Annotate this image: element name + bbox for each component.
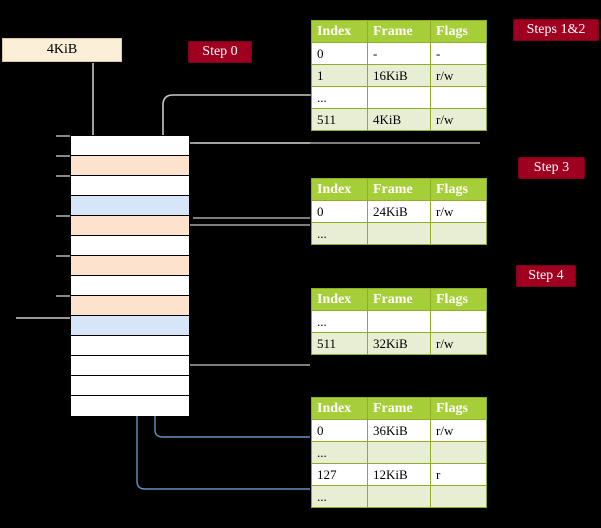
- table-row: ...: [311, 441, 487, 464]
- cell-index: 0: [311, 42, 368, 65]
- column-header-flags: Flags: [430, 178, 487, 201]
- page-table-level-0: Index Frame Flags 0 - - 1 16KiB r/w ...: [311, 20, 487, 131]
- badge-step-0: Step 0: [188, 41, 252, 63]
- memory-row: [71, 256, 189, 276]
- memory-row: [71, 316, 189, 336]
- cell-index: ...: [311, 441, 368, 464]
- page-table-level-2: Index Frame Flags ... 511 32KiB r/w: [311, 288, 487, 355]
- table-row: 127 12KiB r: [311, 463, 487, 486]
- memory-tick: [56, 215, 70, 217]
- cell-frame: [367, 485, 431, 508]
- column-header-flags: Flags: [430, 20, 487, 43]
- memory-row: [71, 396, 189, 416]
- cell-flags: [430, 310, 487, 333]
- cell-flags: r/w: [430, 419, 487, 442]
- cell-index: ...: [311, 86, 368, 109]
- cell-flags: [430, 86, 487, 109]
- cell-index: ...: [311, 222, 368, 245]
- cell-index: 511: [311, 108, 368, 131]
- column-header-frame: Frame: [367, 178, 431, 201]
- memory-tick: [56, 255, 70, 257]
- cell-frame: 4KiB: [367, 108, 431, 131]
- cell-frame: [367, 441, 431, 464]
- cell-frame: 32KiB: [367, 332, 431, 355]
- memory-block-4kib: 4KiB: [2, 38, 122, 62]
- memory-tick: [56, 135, 70, 137]
- memory-row: [71, 236, 189, 256]
- cell-frame: 24KiB: [367, 200, 431, 223]
- table-row: ...: [311, 222, 487, 245]
- table-row: ...: [311, 86, 487, 109]
- cell-index: 0: [311, 419, 368, 442]
- column-header-index: Index: [311, 397, 368, 420]
- memory-tick: [56, 175, 70, 177]
- cell-index: ...: [311, 310, 368, 333]
- cell-flags: r/w: [430, 332, 487, 355]
- table-row: 0 24KiB r/w: [311, 200, 487, 223]
- table-row: ...: [311, 485, 487, 508]
- column-header-frame: Frame: [367, 397, 431, 420]
- table-header-row: Index Frame Flags: [311, 178, 487, 201]
- column-header-flags: Flags: [430, 397, 487, 420]
- memory-row: [71, 176, 189, 196]
- table-header-row: Index Frame Flags: [311, 20, 487, 43]
- page-table-level-1: Index Frame Flags 0 24KiB r/w ...: [311, 178, 487, 245]
- cell-frame: -: [367, 42, 431, 65]
- cell-index: 1: [311, 64, 368, 87]
- table-row: 1 16KiB r/w: [311, 64, 487, 87]
- cell-frame: [367, 310, 431, 333]
- cell-index: 511: [311, 332, 368, 355]
- cell-frame: 36KiB: [367, 419, 431, 442]
- page-table-level-3: Index Frame Flags 0 36KiB r/w ... 127 12…: [311, 397, 487, 508]
- cell-flags: -: [430, 42, 487, 65]
- cell-frame: 12KiB: [367, 463, 431, 486]
- memory-row: [71, 136, 189, 156]
- table-row: 0 - -: [311, 42, 487, 65]
- cell-frame: [367, 222, 431, 245]
- memory-row: [71, 216, 189, 236]
- cell-frame: [367, 86, 431, 109]
- table-header-row: Index Frame Flags: [311, 397, 487, 420]
- memory-row: [71, 296, 189, 316]
- memory-row: [71, 356, 189, 376]
- cell-flags: r/w: [430, 64, 487, 87]
- table-row-highlighted: 511 4KiB r/w: [311, 108, 487, 131]
- column-header-frame: Frame: [367, 288, 431, 311]
- physical-memory-column: [70, 135, 190, 416]
- cell-flags: [430, 485, 487, 508]
- table-row: 511 32KiB r/w: [311, 332, 487, 355]
- memory-tick: [56, 295, 70, 297]
- table-row: ...: [311, 310, 487, 333]
- badge-step-4: Step 4: [516, 265, 576, 287]
- memory-row: [71, 336, 189, 356]
- badge-steps-1-and-2: Steps 1&2: [513, 19, 599, 41]
- cell-index: ...: [311, 485, 368, 508]
- badge-step-3: Step 3: [518, 157, 585, 179]
- cell-frame: 16KiB: [367, 64, 431, 87]
- memory-row: [71, 376, 189, 396]
- column-header-index: Index: [311, 178, 368, 201]
- column-header-frame: Frame: [367, 20, 431, 43]
- cell-index: 127: [311, 463, 368, 486]
- column-header-index: Index: [311, 288, 368, 311]
- cell-index: 0: [311, 200, 368, 223]
- cell-flags: r/w: [430, 200, 487, 223]
- memory-row: [71, 276, 189, 296]
- cell-flags: [430, 222, 487, 245]
- memory-row: [71, 196, 189, 216]
- cell-flags: r/w: [430, 108, 487, 131]
- column-header-index: Index: [311, 20, 368, 43]
- memory-row: [71, 156, 189, 176]
- cell-flags: [430, 441, 487, 464]
- cell-flags: r: [430, 463, 487, 486]
- table-header-row: Index Frame Flags: [311, 288, 487, 311]
- column-header-flags: Flags: [430, 288, 487, 311]
- table-row: 0 36KiB r/w: [311, 419, 487, 442]
- memory-tick: [56, 155, 70, 157]
